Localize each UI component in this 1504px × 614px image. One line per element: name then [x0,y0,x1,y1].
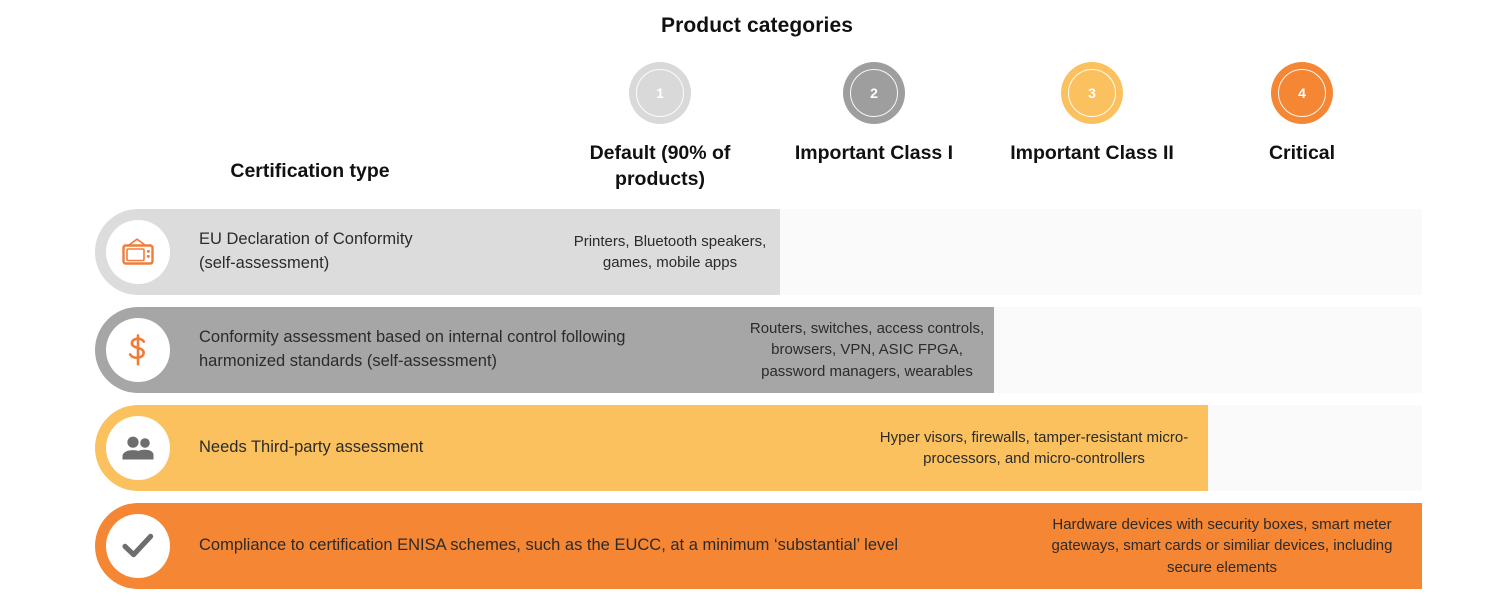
row-label-3: Needs Third-party assessment [199,438,424,457]
category-number-1: 1 [636,69,684,117]
category-number-3: 3 [1068,69,1116,117]
row-icon-badge-2 [106,318,170,382]
category-badge-3: 3 [1061,62,1123,124]
row-label-1: EU Declaration of Conformity (self-asses… [199,230,413,272]
people-icon [120,435,156,461]
row-products-2: Routers, switches, access controls, brow… [749,320,985,380]
tv-icon [121,237,155,267]
row-label-2: Conformity assessment based on internal … [199,328,626,370]
category-column-4[interactable]: 4 Critical [1202,62,1402,167]
check-icon [122,533,154,559]
row-icon-badge-1 [106,220,170,284]
row-bar-2[interactable]: Conformity assessment based on internal … [95,307,994,393]
row-icon-badge-3 [106,416,170,480]
category-badge-4: 4 [1271,62,1333,124]
category-badge-2: 2 [843,62,905,124]
row-bar-3[interactable]: Needs Third-party assessment [95,405,1208,491]
category-column-2[interactable]: 2 Important Class I [774,62,974,167]
category-number-4: 4 [1278,69,1326,117]
category-label-1: Default (90% of products) [589,142,731,190]
page-title: Product categories [0,14,1504,38]
product-categories-title-text: Product categories [660,14,854,37]
row-label-4: Compliance to certification ENISA scheme… [199,536,899,555]
category-column-3[interactable]: 3 Important Class II [992,62,1192,167]
category-label-4: Critical [1268,142,1336,164]
certification-type-header: Certification type [230,160,390,182]
category-badge-1: 1 [629,62,691,124]
category-column-1[interactable]: 1 Default (90% of products) [560,62,760,192]
row-products-1: Printers, Bluetooth speakers, games, mob… [573,232,767,271]
row-products-4: Hardware devices with security boxes, sm… [1051,516,1393,576]
dollar-icon [125,333,151,367]
category-label-2: Important Class I [794,142,954,164]
category-label-3: Important Class II [1010,142,1174,164]
category-number-2: 2 [850,69,898,117]
row-products-3: Hyper visors, firewalls, tamper-resistan… [879,428,1189,467]
row-bar-4[interactable]: Compliance to certification ENISA scheme… [95,503,1422,589]
row-icon-badge-4 [106,514,170,578]
row-bar-1[interactable]: EU Declaration of Conformity (self-asses… [95,209,780,295]
